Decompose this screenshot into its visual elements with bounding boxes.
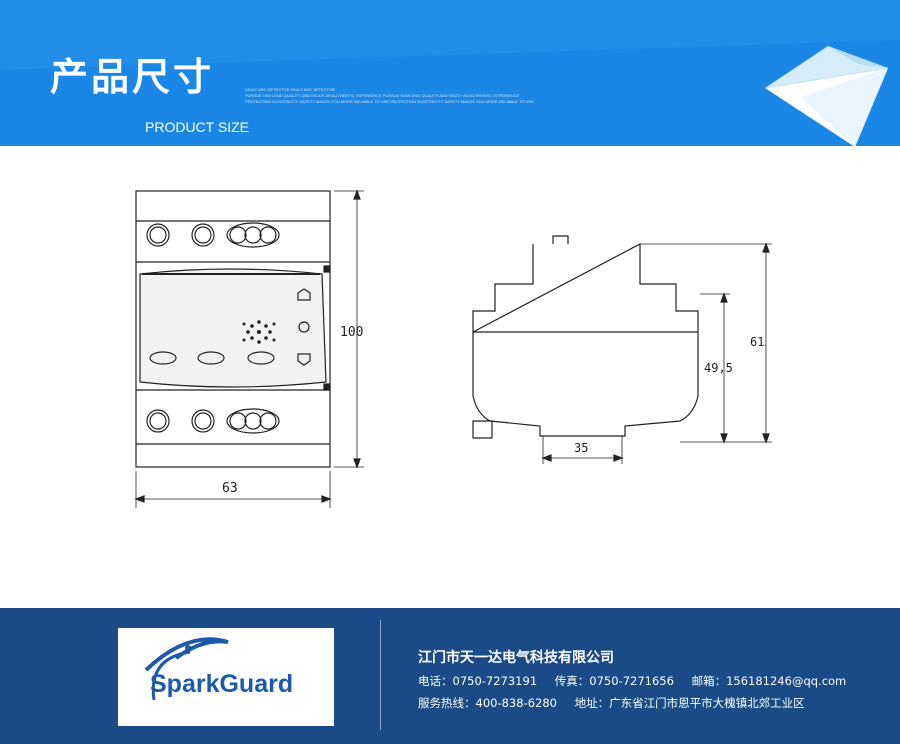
header-banner: 产品尺寸 PRODUCT SIZE FAULT ARC DETECTOR FAU… <box>0 0 900 146</box>
speaker-grille-icon <box>242 320 276 344</box>
dim-side-height-total: 61 <box>750 335 764 349</box>
fine-print-line: FAULT ARC DETECTOR FAULT ARC DETECTOR <box>245 87 336 92</box>
spark-logo-icon: SparkGuard <box>144 637 293 701</box>
footer: SparkGuard 江门市天一达电气科技有限公司 电话：0750-727319… <box>0 608 900 744</box>
fine-print-line: PROTECTING ELECTRICITY SAFETY MAKES YOU … <box>245 99 534 104</box>
company-name: 江门市天一达电气科技有限公司 <box>418 650 614 666</box>
phone: 电话：0750-7273191 <box>418 674 538 688</box>
address: 地址：广东省江门市恩平市大槐镇北郊工业区 <box>574 696 805 710</box>
company-logo: SparkGuard <box>118 628 334 726</box>
email: 邮箱：156181246@qq.com <box>691 674 847 688</box>
contact-line-1: 电话：0750-7273191 传真：0750-7271656 邮箱：15618… <box>418 673 860 689</box>
banner-background <box>0 0 900 146</box>
logo-text: SparkGuard <box>150 670 293 698</box>
dim-rail-width: 35 <box>574 441 588 455</box>
fax: 传真：0750-7271656 <box>554 674 674 688</box>
contact-line-2: 服务热线：400-838-6280 地址：广东省江门市恩平市大槐镇北郊工业区 <box>418 695 819 711</box>
page-subtitle: PRODUCT SIZE <box>145 119 249 135</box>
footer-divider <box>380 620 381 730</box>
front-view <box>134 189 364 508</box>
page-title: 产品尺寸 <box>50 55 215 99</box>
hotline: 服务热线：400-838-6280 <box>418 696 557 710</box>
dimension-drawing: 100 63 61 49,5 35 <box>0 146 900 608</box>
dim-front-height: 100 <box>340 325 363 340</box>
side-view <box>472 235 772 464</box>
dimension-drawing-svg: 100 63 61 49,5 35 <box>134 189 772 508</box>
fine-print-line: PURSUE HIGH-END QUALITY AND ENJOY AN AUT… <box>245 93 520 98</box>
dim-front-width: 63 <box>222 481 238 496</box>
dim-side-height-body: 49,5 <box>704 361 733 375</box>
